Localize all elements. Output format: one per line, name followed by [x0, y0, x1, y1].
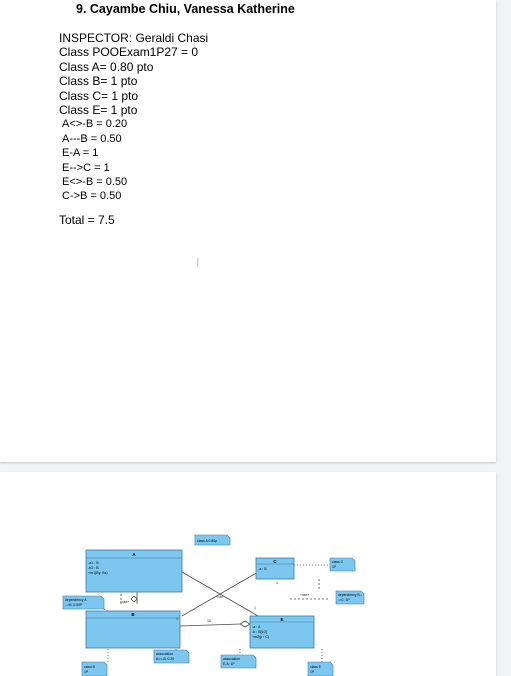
- note-class-c: class C 1P: [329, 557, 356, 572]
- grading-line: A<>-B = 0.20: [62, 118, 128, 131]
- class-e-name: E: [280, 617, 283, 622]
- grading-line: E-A = 1: [62, 147, 99, 160]
- total-score: Total = 7.5: [59, 212, 115, 227]
- grading-line: E-->C = 1: [62, 161, 110, 174]
- class-e-method: +m2(p : C): [252, 635, 269, 639]
- class-e-attr: -a : A: [252, 625, 261, 629]
- class-e: E -a : A -b : B[10] +m2(p : C): [249, 615, 315, 649]
- grading-line: Class A= 0.80 pto: [59, 59, 154, 74]
- class-e-attr: -b : B[10]: [252, 630, 267, 634]
- grading-line: C->B = 0.50: [62, 190, 122, 203]
- multiplicity-label: 1: [276, 581, 278, 585]
- note-class-a: class A 0.80p: [194, 534, 231, 546]
- association-line: [181, 571, 259, 617]
- grading-line: A---B = 0.50: [62, 132, 122, 145]
- class-a-method: +m1(By, Bx): [88, 571, 108, 575]
- grading-line: INSPECTOR: Geraldi Chasi: [59, 31, 209, 45]
- svg-text:class A 0.80p: class A 0.80p: [197, 539, 217, 543]
- uml-class-diagram: A -a1 : B -b2 : B +m1(By, Bx) B C -a : B…: [62, 534, 365, 676]
- stereotype-use-label: «use»: [120, 600, 129, 604]
- class-a-attr: -b2 : B: [88, 566, 99, 570]
- document-page-2: A -a1 : B -b2 : B +m1(By, Bx) B C -a : B…: [0, 472, 496, 676]
- grading-line: Class POOExam1P27 = 0: [59, 45, 199, 60]
- grading-line: E<>-B = 0.50: [62, 175, 128, 188]
- role-label: *role: [216, 595, 223, 599]
- class-a-attr: -a1 : B: [88, 561, 99, 565]
- class-c-attr: -a : B: [258, 567, 267, 571]
- class-b-name: B: [131, 612, 135, 617]
- multiplicity-label: 10: [207, 619, 211, 623]
- svg-text:dependency A: dependency A: [65, 598, 87, 602]
- association-line: [179, 623, 241, 627]
- svg-text:class B: class B: [84, 665, 96, 669]
- note-class-b: class B 1P: [81, 661, 108, 676]
- grading-line: Class B= 1 pto: [59, 74, 138, 89]
- grading-line: Class C= 1 pto: [59, 88, 139, 103]
- svg-text:E-A: 1P: E-A: 1P: [223, 662, 235, 666]
- svg-text:A<>-B: 0.20: A<>-B: 0.20: [156, 657, 174, 661]
- text-cursor-icon: I: [196, 255, 200, 270]
- svg-text:class C: class C: [332, 560, 344, 564]
- multiplicity-label: 1: [176, 617, 178, 621]
- stereotype-use-label: «use»: [300, 593, 309, 597]
- grading-block: INSPECTOR: Geraldi Chasi Class POOExam1P…: [59, 31, 208, 227]
- class-a: A -a1 : B -b2 : B +m1(By, Bx): [85, 549, 183, 593]
- class-a-name: A: [132, 552, 136, 557]
- svg-text:dependency B--: dependency B--: [338, 593, 362, 597]
- svg-text:->C: 1P: ->C: 1P: [338, 598, 350, 602]
- document-page-1: 9. Cayambe Chiu, Vanessa Katherine INSPE…: [0, 0, 496, 462]
- note-dependency-b: dependency B-- ->C: 1P: [335, 590, 365, 605]
- svg-text:1P: 1P: [310, 670, 315, 674]
- svg-text:association: association: [223, 657, 240, 661]
- grading-line: Class E= 1 pto: [59, 102, 138, 117]
- multiplicity-label: 1: [254, 606, 256, 610]
- note-association-ab: association A<>-B: 0.20: [153, 649, 190, 664]
- student-heading: 9. Cayambe Chiu, Vanessa Katherine: [76, 2, 295, 16]
- svg-text:-->B: 0.50P: -->B: 0.50P: [65, 603, 83, 607]
- svg-text:1P: 1P: [332, 565, 337, 569]
- aggregation-diamond-icon: [130, 595, 138, 603]
- note-dependency-a: dependency A -->B: 0.50P: [62, 595, 105, 610]
- aggregation-diamond-icon: [239, 620, 251, 628]
- svg-text:1P: 1P: [84, 670, 89, 674]
- class-c: C -a : B: [255, 557, 295, 580]
- note-association-ea: association E-A: 1P: [220, 654, 257, 669]
- svg-text:class E: class E: [310, 665, 322, 669]
- svg-text:association: association: [156, 652, 173, 656]
- class-c-name: C: [273, 559, 277, 564]
- note-class-e: class E 1P: [307, 661, 334, 676]
- class-b: B: [85, 610, 181, 649]
